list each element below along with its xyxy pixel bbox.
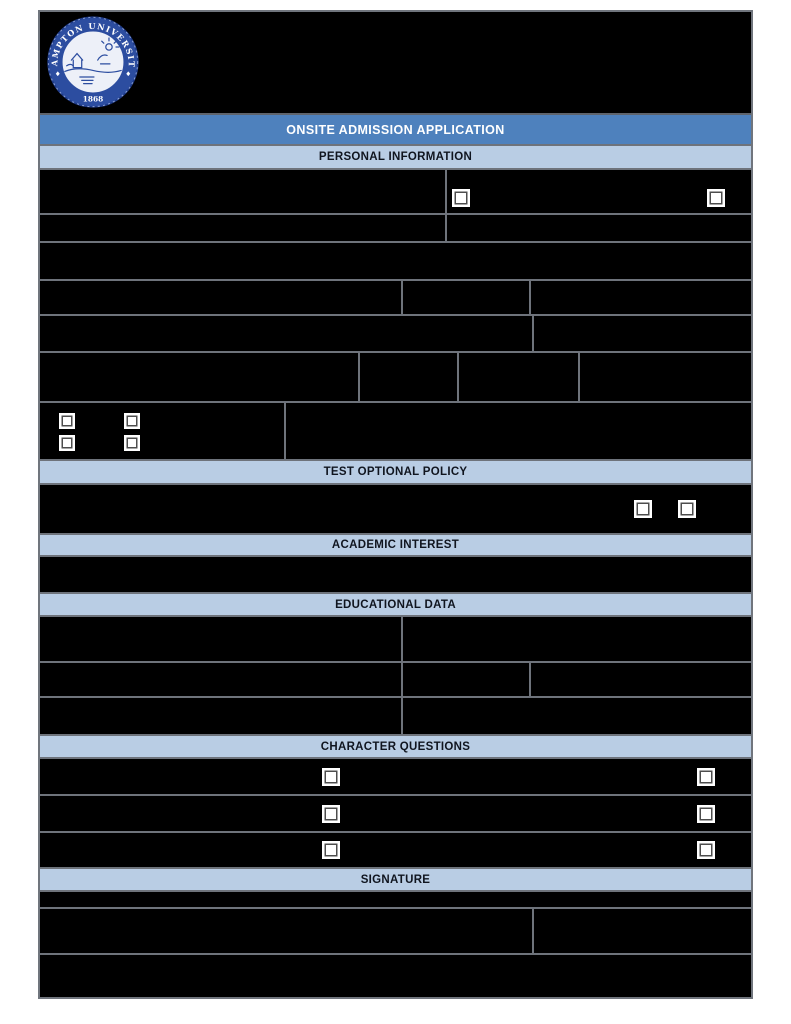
field-date[interactable] bbox=[534, 909, 751, 953]
field-checkbox-group[interactable] bbox=[40, 403, 286, 459]
field-redacted[interactable] bbox=[40, 557, 751, 592]
field-redacted[interactable] bbox=[402, 663, 531, 696]
checkbox[interactable] bbox=[124, 435, 140, 451]
checkbox[interactable] bbox=[322, 841, 340, 859]
field-redacted[interactable] bbox=[40, 243, 751, 279]
seal-year-text: 1868 bbox=[83, 94, 103, 103]
checkbox[interactable] bbox=[451, 189, 470, 207]
field-redacted[interactable] bbox=[402, 698, 751, 734]
test-optional-row[interactable] bbox=[40, 485, 751, 535]
educational-row-3 bbox=[40, 698, 751, 736]
educational-row-2 bbox=[40, 663, 751, 698]
personal-row-name bbox=[40, 170, 751, 215]
field-redacted[interactable] bbox=[40, 617, 403, 661]
section-header-educational: EDUCATIONAL DATA bbox=[40, 594, 751, 617]
checkbox[interactable] bbox=[322, 804, 340, 823]
section-header-character: CHARACTER QUESTIONS bbox=[40, 736, 751, 759]
checkbox[interactable] bbox=[59, 413, 75, 429]
checkbox[interactable] bbox=[634, 500, 652, 518]
field-redacted[interactable] bbox=[580, 353, 751, 401]
field-redacted[interactable] bbox=[534, 316, 751, 351]
section-label-test-optional: TEST OPTIONAL POLICY bbox=[323, 466, 468, 478]
checkbox[interactable] bbox=[678, 500, 696, 518]
signature-row-3 bbox=[40, 955, 751, 997]
form-title: ONSITE ADMISSION APPLICATION bbox=[286, 122, 505, 137]
field-redacted[interactable] bbox=[459, 353, 581, 401]
checkbox[interactable] bbox=[706, 189, 725, 207]
field-redacted[interactable] bbox=[286, 403, 751, 459]
section-header-academic: ACADEMIC INTEREST bbox=[40, 535, 751, 557]
signature-row-2 bbox=[40, 909, 751, 955]
section-label-signature: SIGNATURE bbox=[360, 873, 431, 886]
form-header: HAMPTON UNIVERSITY 1868 bbox=[40, 12, 751, 115]
field-name-options[interactable] bbox=[446, 170, 751, 213]
checkbox[interactable] bbox=[322, 767, 340, 786]
field-redacted[interactable] bbox=[402, 281, 531, 314]
personal-row-5 bbox=[40, 316, 751, 353]
educational-row-1 bbox=[40, 617, 751, 663]
personal-row-checkboxes bbox=[40, 403, 751, 461]
signature-row-1 bbox=[40, 892, 751, 909]
field-redacted[interactable] bbox=[402, 617, 751, 661]
section-label-character: CHARACTER QUESTIONS bbox=[320, 740, 471, 753]
checkbox[interactable] bbox=[697, 804, 715, 823]
section-header-personal: PERSONAL INFORMATION bbox=[40, 146, 751, 170]
section-header-test-optional: TEST OPTIONAL POLICY bbox=[40, 461, 751, 485]
field-redacted[interactable] bbox=[40, 698, 403, 734]
field-redacted[interactable] bbox=[359, 353, 460, 401]
section-label-academic: ACADEMIC INTEREST bbox=[331, 539, 460, 551]
checkbox-grid bbox=[40, 403, 284, 451]
field-redacted[interactable] bbox=[40, 215, 447, 241]
personal-row-4 bbox=[40, 281, 751, 316]
checkbox[interactable] bbox=[697, 767, 715, 786]
seal-right-star-icon bbox=[126, 71, 131, 77]
field-redacted[interactable] bbox=[40, 353, 360, 401]
section-label-educational: EDUCATIONAL DATA bbox=[335, 598, 456, 611]
field-redacted[interactable] bbox=[530, 281, 751, 314]
field-redacted[interactable] bbox=[40, 316, 535, 351]
section-label-personal: PERSONAL INFORMATION bbox=[318, 151, 473, 163]
field-redacted[interactable] bbox=[40, 663, 403, 696]
field-redacted[interactable] bbox=[40, 281, 403, 314]
character-question-row-1 bbox=[40, 759, 751, 796]
personal-row-2 bbox=[40, 215, 751, 243]
personal-row-6 bbox=[40, 353, 751, 403]
field-redacted[interactable] bbox=[446, 215, 751, 241]
section-header-signature: SIGNATURE bbox=[40, 869, 751, 892]
checkbox[interactable] bbox=[124, 413, 140, 429]
application-form-table: HAMPTON UNIVERSITY 1868 ONSITE ADMISSION… bbox=[38, 10, 753, 999]
field-redacted[interactable] bbox=[40, 955, 751, 997]
field-redacted[interactable] bbox=[530, 663, 751, 696]
character-question-row-3 bbox=[40, 833, 751, 869]
character-question-row-2 bbox=[40, 796, 751, 833]
form-title-bar: ONSITE ADMISSION APPLICATION bbox=[40, 115, 751, 146]
field-redacted[interactable] bbox=[40, 892, 751, 907]
field-signature[interactable] bbox=[40, 909, 535, 953]
hampton-university-seal-icon: HAMPTON UNIVERSITY 1868 bbox=[46, 15, 139, 108]
checkbox[interactable] bbox=[697, 841, 715, 859]
checkbox[interactable] bbox=[59, 435, 75, 451]
personal-row-3 bbox=[40, 243, 751, 281]
field-name[interactable] bbox=[40, 170, 447, 213]
academic-interest-row bbox=[40, 557, 751, 594]
